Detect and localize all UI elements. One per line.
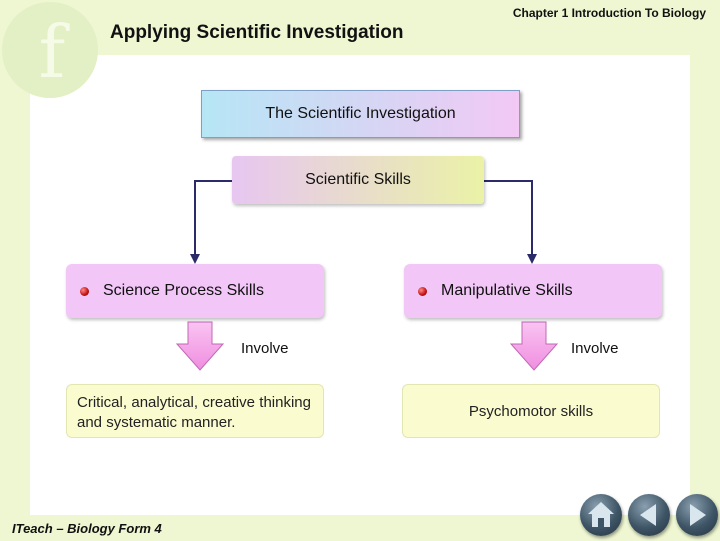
home-button[interactable] (580, 494, 622, 536)
triangle-left-icon (640, 504, 656, 526)
chapter-heading: Chapter 1 Introduction To Biology (512, 6, 706, 20)
triangle-right-icon (690, 504, 706, 526)
chapter-logo: f (2, 2, 98, 98)
manipulative-result: Psychomotor skills (402, 384, 660, 438)
slide-title: Applying Scientific Investigation (110, 22, 404, 43)
next-button[interactable] (676, 494, 718, 536)
home-icon (588, 502, 614, 527)
manipulative-skills-label: Manipulative Skills (441, 282, 573, 299)
involve-label-left: Involve (241, 340, 289, 357)
science-process-skills-label: Science Process Skills (103, 282, 264, 299)
science-process-result: Critical, analytical, creative thinking … (66, 384, 324, 438)
manipulative-skills-node: Manipulative Skills (404, 264, 662, 318)
bullet-icon (80, 286, 89, 296)
logo-glyph-icon: f (38, 10, 66, 94)
involve-label-right: Involve (571, 340, 619, 357)
root-node: The Scientific Investigation (201, 90, 520, 138)
skills-node: Scientific Skills (232, 156, 484, 204)
footer-text: ITeach – Biology Form 4 (12, 521, 162, 536)
manipulative-result-text: Psychomotor skills (468, 402, 594, 420)
back-button[interactable] (628, 494, 670, 536)
bullet-icon (418, 286, 427, 296)
science-process-skills-node: Science Process Skills (66, 264, 324, 318)
